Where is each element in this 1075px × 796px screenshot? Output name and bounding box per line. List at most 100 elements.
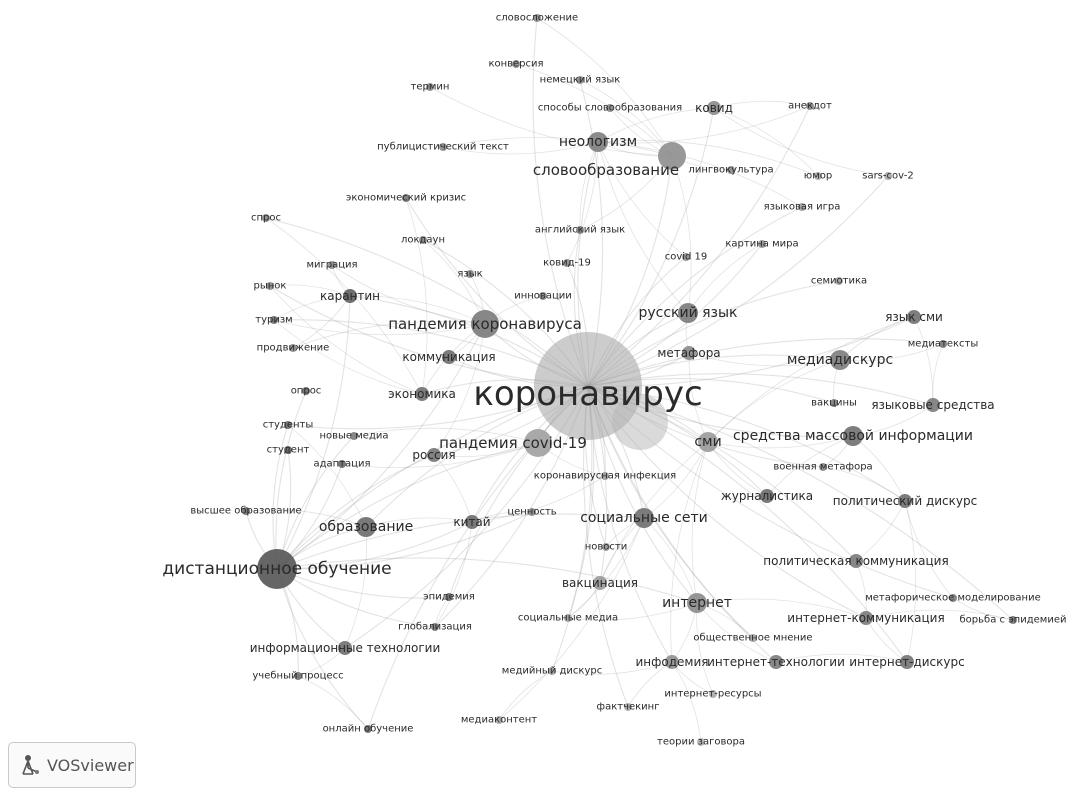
label-politdiskurs[interactable]: политический дискурс xyxy=(833,494,977,508)
label-rynok[interactable]: рынок xyxy=(254,281,287,292)
label-onlayn[interactable]: онлайн обучение xyxy=(323,724,414,735)
node-kommunikaciya[interactable] xyxy=(442,350,456,364)
label-obshmnenie[interactable]: общественное мнение xyxy=(693,633,812,644)
node-lingvokultura[interactable] xyxy=(727,166,735,174)
label-socseti[interactable]: социальные сети xyxy=(580,510,708,526)
label-migraciya[interactable]: миграция xyxy=(306,260,357,271)
label-distant[interactable]: дистанционное обучение xyxy=(162,559,391,579)
label-smi[interactable]: сми xyxy=(694,434,721,450)
node-angliyskiy[interactable] xyxy=(576,226,584,234)
label-lingvokultura[interactable]: лингвокультура xyxy=(688,165,773,176)
node-covid19b[interactable] xyxy=(682,253,690,261)
node-infodemiya[interactable] xyxy=(665,655,679,669)
node-semiotika[interactable] xyxy=(835,277,843,285)
label-internetkom[interactable]: интернет-коммуникация xyxy=(787,611,944,625)
label-teorii[interactable]: теории заговора xyxy=(657,737,745,748)
node-onlayn[interactable] xyxy=(364,725,372,733)
label-kartina[interactable]: картина мира xyxy=(725,239,798,250)
node-obrazovanie[interactable] xyxy=(356,517,376,537)
node-konversiya[interactable] xyxy=(512,60,520,68)
label-obrazovanie[interactable]: образование xyxy=(319,519,413,535)
node-epidemiya[interactable] xyxy=(445,593,453,601)
label-metafora[interactable]: метафора xyxy=(657,346,720,360)
node-politdiskurs[interactable] xyxy=(898,494,912,508)
label-cennost[interactable]: ценность xyxy=(507,507,556,518)
label-socmedia[interactable]: социальные медиа xyxy=(518,613,618,624)
node-adaptaciya[interactable] xyxy=(338,460,346,468)
node-opros[interactable] xyxy=(302,387,310,395)
label-mediadiskurs[interactable]: медиадискурс xyxy=(787,352,893,368)
node-polkom[interactable] xyxy=(849,554,863,568)
node-turizm[interactable] xyxy=(270,316,278,324)
label-innovacii[interactable]: инновации xyxy=(514,291,572,302)
node-zhurnalistika[interactable] xyxy=(760,489,774,503)
label-mediakontent[interactable]: медиаконтент xyxy=(461,715,537,726)
node-uchebniy[interactable] xyxy=(294,672,302,680)
node-migraciya[interactable] xyxy=(328,261,336,269)
label-termin[interactable]: термин xyxy=(411,82,450,93)
label-pandemia_covid[interactable]: пандемия covid-19 xyxy=(439,434,587,452)
node-mediadiskurs[interactable] xyxy=(830,350,850,370)
node-sposoby[interactable] xyxy=(606,104,614,112)
node-ekonomika[interactable] xyxy=(415,387,429,401)
node-vysshee[interactable] xyxy=(242,507,250,515)
node-anekdot[interactable] xyxy=(806,102,814,110)
label-sposoby[interactable]: способы словообразования xyxy=(538,103,682,114)
node-yazigra[interactable] xyxy=(798,203,806,211)
node-nemeckiy[interactable] xyxy=(576,76,584,84)
node-novyemedia[interactable] xyxy=(350,432,358,440)
node-internetkom[interactable] xyxy=(859,611,873,625)
label-koronainf[interactable]: коронавирусная инфекция xyxy=(534,471,676,482)
label-publtekst[interactable]: публицистический текст xyxy=(377,142,509,153)
label-yumor[interactable]: юмор xyxy=(804,171,832,182)
label-ekonomika[interactable]: экономика xyxy=(388,387,456,401)
label-internettech[interactable]: интернет-технологии xyxy=(707,655,845,669)
node-termin[interactable] xyxy=(426,83,434,91)
label-novosti[interactable]: новости xyxy=(585,542,628,553)
node-kovid[interactable] xyxy=(707,101,721,115)
node-cennost[interactable] xyxy=(528,508,536,516)
node-vakcinaciya[interactable] xyxy=(593,576,607,590)
label-yazsredstva[interactable]: языковые средства xyxy=(871,398,994,412)
label-turizm[interactable]: туризм xyxy=(255,315,292,326)
node-student[interactable] xyxy=(284,446,292,454)
label-slovoslozh[interactable]: словосложение xyxy=(496,13,578,24)
label-neologizm[interactable]: неологизм xyxy=(559,134,637,150)
node-neologizm[interactable] xyxy=(588,132,608,152)
label-koronavirus[interactable]: коронавирус xyxy=(473,374,702,414)
label-uchebniy[interactable]: учебный процесс xyxy=(252,671,343,682)
node-distant[interactable] xyxy=(257,549,297,589)
node-yazyk[interactable] xyxy=(466,270,474,278)
label-mediateksty[interactable]: медиатексты xyxy=(908,339,978,350)
node-vakciny[interactable] xyxy=(830,399,838,407)
label-anekdot[interactable]: анекдот xyxy=(788,101,832,112)
label-internetdiskurs[interactable]: интернет-дискурс xyxy=(849,655,964,669)
node-mediakontent[interactable] xyxy=(495,716,503,724)
label-metamodel[interactable]: метафорическое моделирование xyxy=(865,593,1041,604)
label-nemeckiy[interactable]: немецкий язык xyxy=(540,75,621,86)
node-internetdiskurs[interactable] xyxy=(900,655,914,669)
label-student[interactable]: студент xyxy=(267,445,310,456)
label-polkom[interactable]: политическая коммуникация xyxy=(763,554,948,568)
label-studenty[interactable]: студенты xyxy=(263,420,314,431)
node-sredstva[interactable] xyxy=(843,426,863,446)
label-yazigra[interactable]: языковая игра xyxy=(764,202,841,213)
label-internet[interactable]: интернет xyxy=(662,595,732,611)
node-teorii[interactable] xyxy=(697,738,705,746)
label-infotech[interactable]: информационные технологии xyxy=(250,641,441,655)
label-russkiy[interactable]: русский язык xyxy=(638,305,737,321)
node-yazyksmi[interactable] xyxy=(907,310,921,324)
node-internetres[interactable] xyxy=(709,690,717,698)
label-kovid[interactable]: ковид xyxy=(695,101,733,115)
label-internetres[interactable]: интернет-ресурсы xyxy=(664,689,761,700)
node-internet[interactable] xyxy=(687,593,707,613)
node-metamodel[interactable] xyxy=(949,594,957,602)
node-karantin[interactable] xyxy=(343,289,357,303)
label-yazyksmi[interactable]: язык сми xyxy=(885,310,943,324)
label-novyemedia[interactable]: новые медиа xyxy=(319,431,388,442)
label-kovid19[interactable]: ковид-19 xyxy=(543,258,591,269)
node-internettech[interactable] xyxy=(769,655,783,669)
node-slovoobr[interactable] xyxy=(658,142,686,170)
label-rossiya[interactable]: россия xyxy=(412,448,455,462)
node-studenty[interactable] xyxy=(284,421,292,429)
